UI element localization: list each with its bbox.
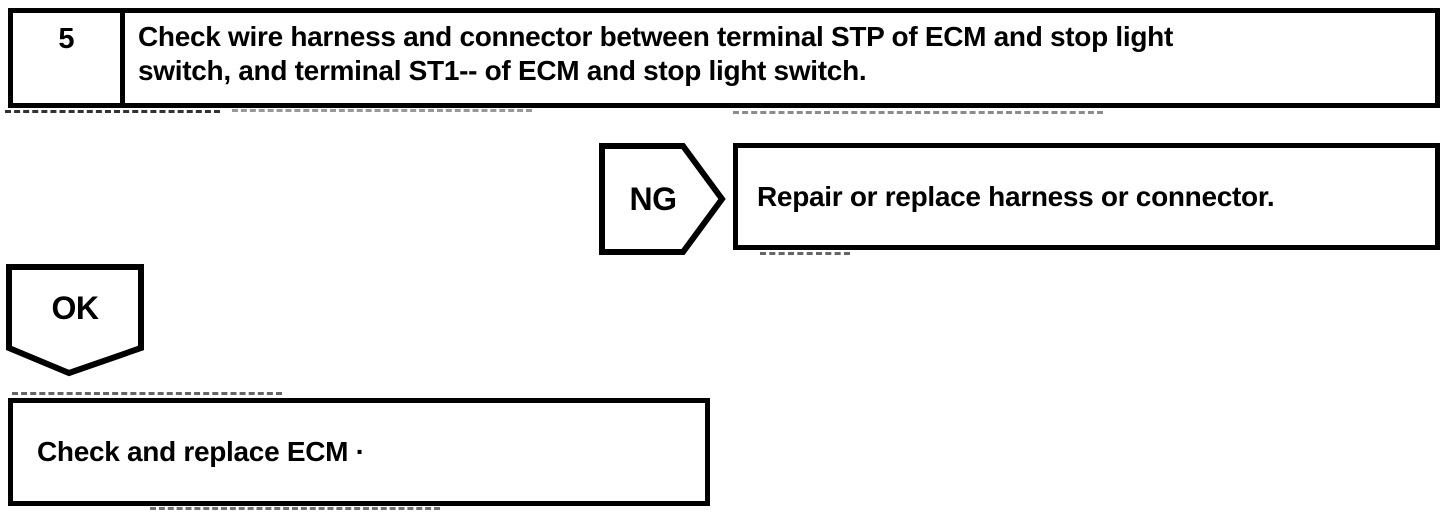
step-number-cell: 5 <box>13 13 125 103</box>
step-number: 5 <box>58 23 75 55</box>
scan-artifact <box>760 252 850 255</box>
ng-connector: NG <box>598 142 728 256</box>
ok-action-text: Check and replace ECM · <box>37 436 365 467</box>
ng-action-text: Repair or replace harness or connector. <box>757 180 1275 212</box>
ng-pentagon-shape <box>599 143 726 255</box>
step-box: 5 Check wire harness and connector betwe… <box>8 8 1440 108</box>
ok-label: OK <box>51 289 100 326</box>
scan-artifact <box>232 109 532 112</box>
scan-artifact <box>5 110 220 113</box>
ok-pentagon-shape <box>6 264 144 377</box>
ok-action-box: Check and replace ECM · <box>8 398 710 506</box>
scan-artifact <box>733 111 1103 114</box>
ok-connector: OK <box>5 263 145 377</box>
ng-label: NG <box>629 180 678 217</box>
ng-action-box: Repair or replace harness or connector. <box>733 143 1440 250</box>
scan-artifact <box>12 392 282 395</box>
step-description: Check wire harness and connector between… <box>125 13 1435 103</box>
step-description-line2: switch, and terminal ST1-- of ECM and st… <box>138 55 867 86</box>
step-description-line1: Check wire harness and connector between… <box>138 21 1173 52</box>
scan-artifact <box>150 507 440 510</box>
